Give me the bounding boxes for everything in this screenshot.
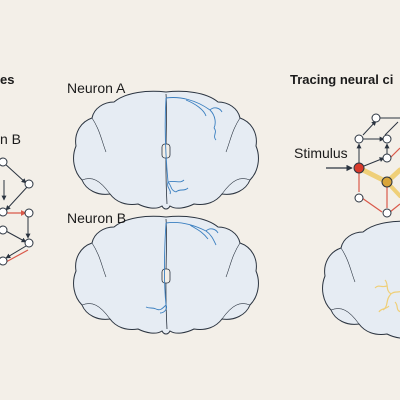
graph-node	[0, 207, 8, 217]
neuron-b-label: Neuron B	[67, 210, 127, 226]
active-node	[381, 176, 393, 188]
graph-node	[382, 208, 392, 218]
activation-glow	[374, 279, 400, 313]
left-panel-neuron-label-fragment: n B	[0, 131, 22, 147]
neuron-a-trace	[164, 97, 223, 195]
graph-node	[382, 153, 392, 163]
graph-node	[354, 193, 364, 203]
left-panel-title-fragment: es	[0, 72, 15, 87]
graph-node	[0, 157, 8, 167]
neuron-a-label: Neuron A	[67, 80, 126, 96]
neuron-b-trace	[145, 222, 219, 314]
graph-node	[24, 208, 34, 218]
graph-node	[382, 134, 392, 144]
graph-node	[371, 113, 381, 123]
brain-activated	[322, 220, 400, 340]
brain-neuron-b	[73, 215, 259, 335]
graph-node	[24, 238, 34, 248]
right-panel-title: Tracing neural ci	[290, 72, 394, 87]
stimulus-node	[353, 162, 365, 174]
graph-node	[0, 225, 8, 235]
brain-neuron-a	[73, 90, 259, 210]
graph-node	[0, 256, 8, 266]
graph-node	[354, 134, 364, 144]
graph-node	[24, 179, 34, 189]
stimulus-label: Stimulus	[294, 145, 348, 161]
left-circuit-graph	[0, 157, 34, 266]
right-circuit-graph	[326, 113, 400, 218]
